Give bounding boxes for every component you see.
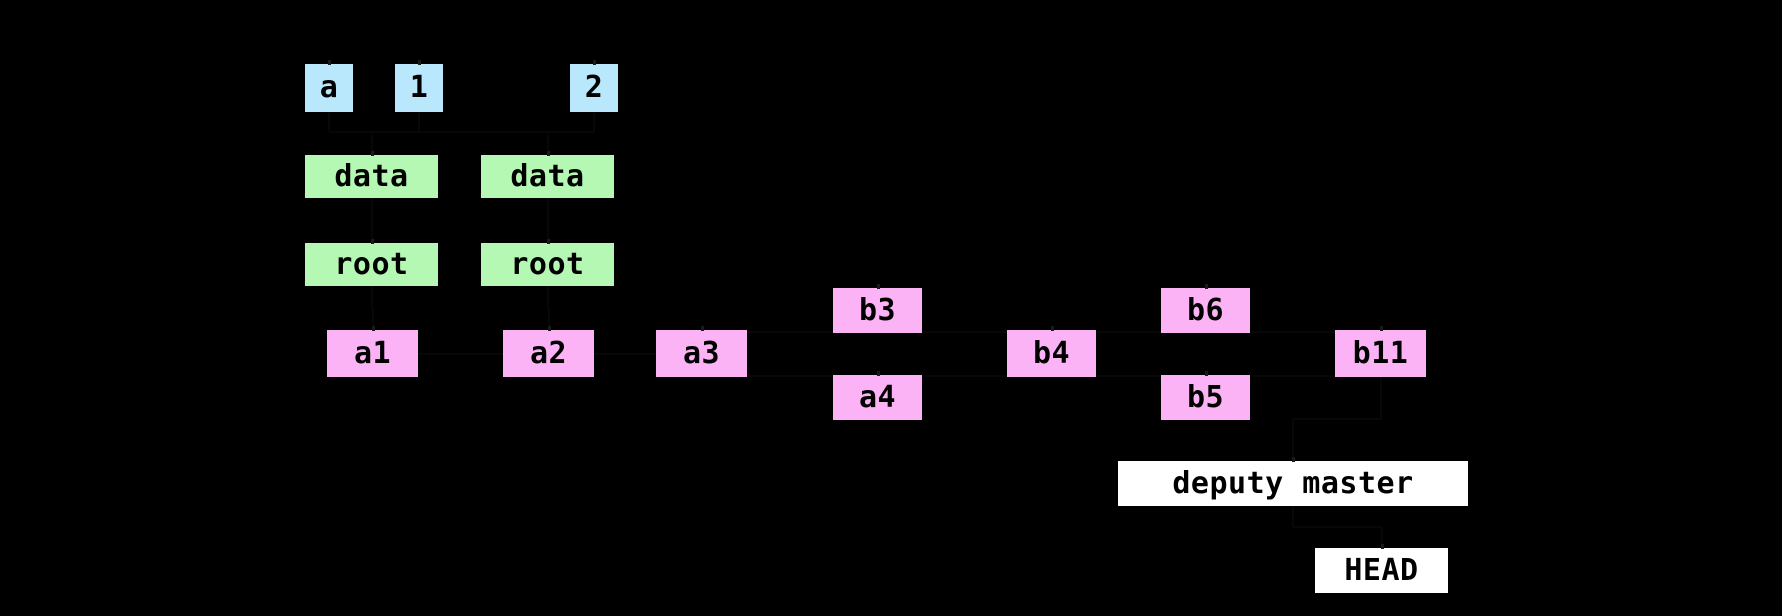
node-commit-a1[interactable]: a1 xyxy=(327,330,418,377)
node-commit-a3[interactable]: a3 xyxy=(656,330,747,377)
node-commit-b3[interactable]: b3 xyxy=(833,288,922,333)
edge-ref-head-to-ref-branches xyxy=(1293,526,1382,528)
node-commit-b5[interactable]: b5 xyxy=(1161,375,1250,420)
node-blob-a[interactable]: a xyxy=(305,64,353,112)
edge-nub-tree-data-1 xyxy=(370,151,374,156)
edge-commit-b3-to-commit-b4 xyxy=(877,331,1052,333)
edge-commit-a3-to-commit-a4 xyxy=(701,374,878,377)
edge-nub-commit-b4 xyxy=(1050,326,1054,331)
node-label: data xyxy=(334,158,409,194)
edge-nub-tree-data-2 xyxy=(546,151,550,156)
node-label: HEAD xyxy=(1344,552,1419,588)
edge-nub-tree-root-1 xyxy=(370,239,374,244)
node-blob-1[interactable]: 1 xyxy=(395,64,443,112)
edge-blob-2-to-tree-data-2 xyxy=(547,131,594,134)
edge-commit-a4-to-commit-b4 xyxy=(877,374,1052,377)
edge-commit-b6-to-commit-b11 xyxy=(1205,331,1381,333)
node-tree-data-1[interactable]: data xyxy=(305,155,438,198)
node-commit-a4[interactable]: a4 xyxy=(833,375,922,420)
edge-nub-ref-branches xyxy=(1292,457,1295,462)
node-ref-head[interactable]: HEAD xyxy=(1315,548,1448,593)
node-label: a1 xyxy=(353,335,392,371)
edge-tree-root-2-to-commit-a2 xyxy=(546,264,549,309)
edge-commit-b4-to-commit-b6 xyxy=(1051,331,1206,333)
edge-nub-commit-a4 xyxy=(876,371,880,376)
edge-commit-a2-to-commit-a3 xyxy=(548,352,702,355)
node-tree-root-2[interactable]: root xyxy=(481,243,614,286)
edge-commit-a3-to-commit-b3 xyxy=(701,331,878,333)
edge-nub-blob-2 xyxy=(593,60,596,65)
node-label: b5 xyxy=(1186,379,1225,415)
edge-tree-root-1-to-commit-a1 xyxy=(370,264,373,309)
edge-blob-a-to-tree-data-2 xyxy=(329,131,548,134)
node-label: b6 xyxy=(1186,292,1225,328)
edge-tree-data-2-to-tree-root-2 xyxy=(546,176,549,221)
node-label: 1 xyxy=(409,70,429,105)
edge-nub-commit-b6 xyxy=(1204,284,1208,289)
edge-nub-commit-b11 xyxy=(1379,326,1383,331)
node-label: a2 xyxy=(529,335,568,371)
edge-nub-ref-head xyxy=(1380,544,1384,549)
edge-nub-blob-a xyxy=(328,60,331,65)
node-label: 2 xyxy=(584,70,604,105)
edge-ref-branches-to-commit-b11 xyxy=(1293,417,1381,420)
edge-nub-commit-b5 xyxy=(1204,371,1208,376)
edge-commit-b4-to-commit-b5 xyxy=(1051,374,1206,377)
node-tree-root-1[interactable]: root xyxy=(305,243,438,286)
edge-commit-a1-to-commit-a2 xyxy=(372,352,549,355)
node-label: a xyxy=(319,70,339,105)
node-tree-data-2[interactable]: data xyxy=(481,155,614,198)
edge-commit-b5-to-commit-b11 xyxy=(1205,374,1381,377)
node-label: b11 xyxy=(1352,335,1409,371)
edge-tree-data-1-to-tree-root-1 xyxy=(370,176,373,221)
edge-nub-commit-a3 xyxy=(700,326,704,331)
node-label: b3 xyxy=(858,292,897,328)
edge-nub-commit-a2 xyxy=(547,326,551,331)
edge-nub-commit-b3 xyxy=(876,284,880,289)
node-commit-b11[interactable]: b11 xyxy=(1335,330,1426,377)
node-commit-a2[interactable]: a2 xyxy=(503,330,594,377)
node-commit-b6[interactable]: b6 xyxy=(1161,288,1250,333)
node-commit-b4[interactable]: b4 xyxy=(1007,330,1096,377)
edge-ref-branches-to-commit-b11 xyxy=(1379,353,1382,419)
node-label: root xyxy=(510,246,585,282)
edge-nub-blob-1 xyxy=(418,60,421,65)
edge-ref-branches-to-commit-b11 xyxy=(1292,418,1294,484)
node-label: a4 xyxy=(858,379,897,415)
node-label: a3 xyxy=(682,335,721,371)
node-label: b4 xyxy=(1032,335,1071,371)
node-blob-2[interactable]: 2 xyxy=(570,64,618,112)
edge-nub-commit-a1 xyxy=(371,326,375,331)
node-label: deputy master xyxy=(1172,465,1414,501)
node-label: data xyxy=(510,158,585,194)
node-label: root xyxy=(334,246,409,282)
edge-nub-tree-root-2 xyxy=(546,239,550,244)
node-ref-branches[interactable]: deputy master xyxy=(1118,461,1468,506)
